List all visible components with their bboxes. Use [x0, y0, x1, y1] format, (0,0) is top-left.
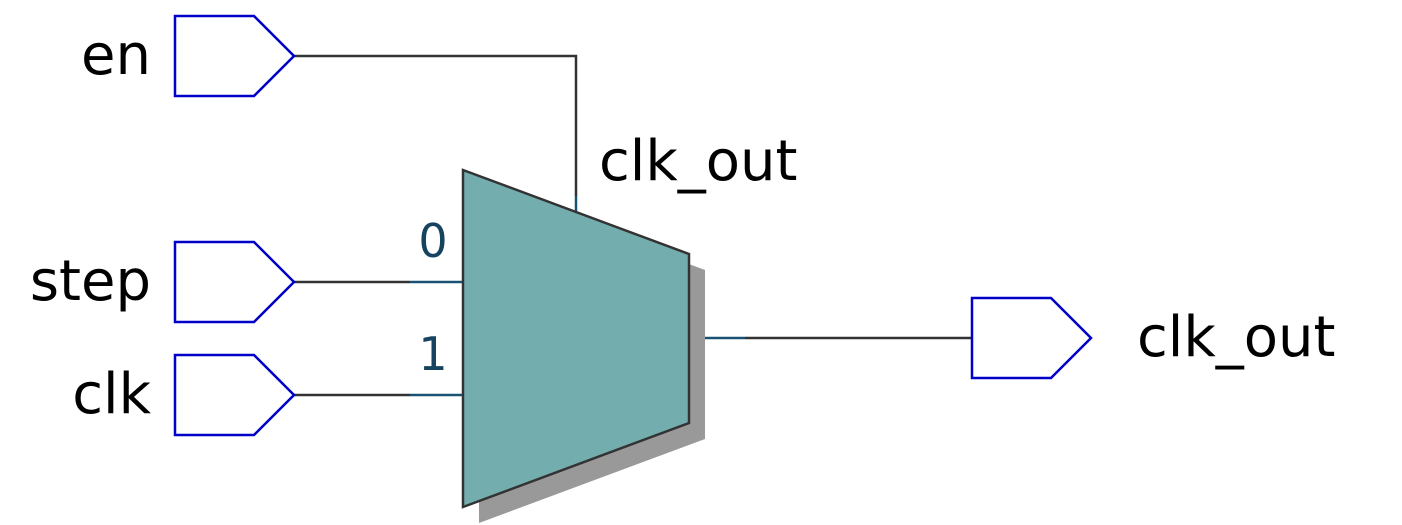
mux-body[interactable]: [461, 168, 691, 509]
mux-input-0-label: 0: [418, 214, 447, 268]
input-port-step-label: step: [30, 249, 151, 314]
input-port-step-shape[interactable]: [173, 240, 296, 324]
mux-input-1-label: 1: [418, 327, 447, 381]
output-port-clk-out-shape[interactable]: [970, 296, 1093, 380]
input-port-en[interactable]: en: [81, 14, 296, 98]
input-port-clk-shape[interactable]: [173, 353, 296, 437]
input-port-step[interactable]: step: [30, 240, 296, 324]
wires: [294, 54, 972, 397]
output-port-clk-out-label: clk_out: [1137, 305, 1336, 370]
output-port-clk-out[interactable]: clk_out: [970, 296, 1336, 380]
input-port-clk-label: clk: [72, 362, 151, 427]
mux-block[interactable]: 0 1 clk_out: [418, 129, 798, 523]
input-port-en-shape[interactable]: [173, 14, 296, 98]
wire-en: [294, 54, 578, 196]
mux-instance-label: clk_out: [599, 129, 798, 194]
input-port-clk[interactable]: clk: [72, 353, 296, 437]
input-port-en-label: en: [81, 23, 151, 88]
